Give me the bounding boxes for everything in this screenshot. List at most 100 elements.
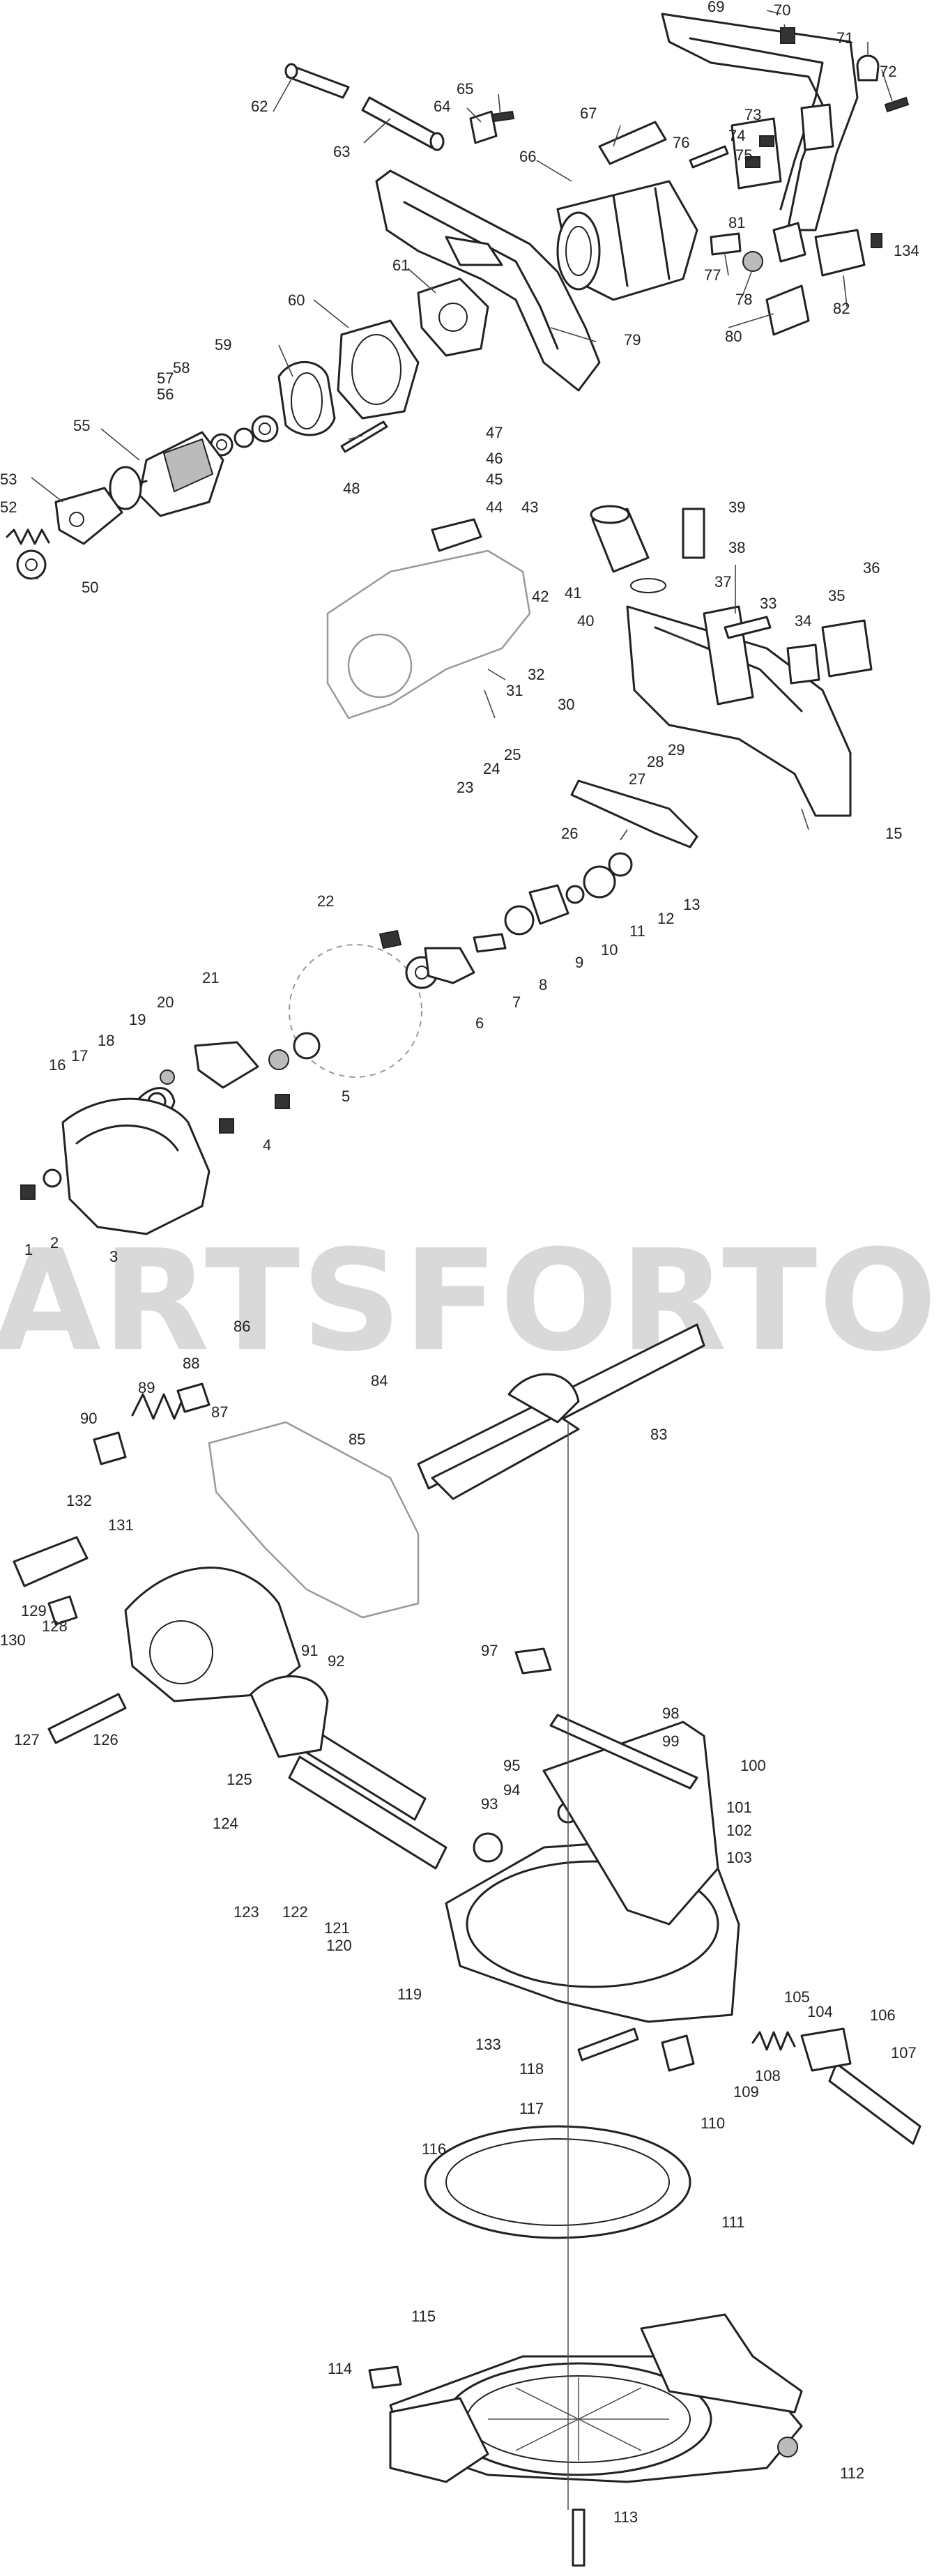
bracket-part-109 <box>661 2034 695 2072</box>
label-72: 72 <box>880 63 896 80</box>
foot-part-112 <box>777 2437 798 2457</box>
plate-part-33 <box>724 616 772 639</box>
label-124: 124 <box>213 1815 238 1832</box>
label-34: 34 <box>795 612 811 630</box>
label-73: 73 <box>744 106 761 123</box>
handle-part-106 <box>800 2027 852 2072</box>
label-16: 16 <box>49 1056 66 1074</box>
spindle-part-8 <box>473 933 507 953</box>
base-part-115 <box>389 2313 803 2483</box>
blade-outline <box>289 944 422 1078</box>
label-121: 121 <box>324 1919 350 1937</box>
bolt-part-113 <box>572 2508 586 2567</box>
label-69: 69 <box>707 0 724 15</box>
lever-part-114 <box>368 2365 402 2389</box>
label-113: 113 <box>613 2508 638 2526</box>
washer-part-21 <box>293 1032 321 1060</box>
label-97: 97 <box>481 1642 498 1659</box>
label-130: 130 <box>0 1631 26 1649</box>
label-41: 41 <box>565 584 581 602</box>
bracket-part-131 <box>13 1536 89 1587</box>
brush-part-77 <box>710 232 742 256</box>
fence-part-83 <box>417 1323 705 1500</box>
label-45: 45 <box>486 471 503 488</box>
label-40: 40 <box>577 612 594 630</box>
label-62: 62 <box>251 98 268 115</box>
label-67: 67 <box>580 105 597 122</box>
label-42: 42 <box>532 588 549 605</box>
spring-part-52 <box>6 528 50 545</box>
label-63: 63 <box>333 143 350 160</box>
spring-part-89 <box>131 1393 186 1420</box>
label-4: 4 <box>263 1136 271 1154</box>
label-90: 90 <box>80 1410 97 1427</box>
label-32: 32 <box>528 666 544 683</box>
label-93: 93 <box>481 1795 498 1813</box>
washer-part-2 <box>43 1168 62 1188</box>
screw-part-75 <box>745 156 760 168</box>
label-65: 65 <box>457 80 473 98</box>
label-61: 61 <box>392 257 409 274</box>
label-84: 84 <box>371 1372 388 1389</box>
label-105: 105 <box>784 1988 810 2006</box>
label-43: 43 <box>521 498 538 516</box>
label-10: 10 <box>601 941 618 959</box>
label-75: 75 <box>735 146 752 164</box>
label-76: 76 <box>673 134 689 151</box>
washer-part-20 <box>268 1049 289 1070</box>
label-91: 91 <box>301 1642 318 1659</box>
switch-part-73 <box>800 103 834 151</box>
label-58: 58 <box>173 359 190 376</box>
label-12: 12 <box>657 910 674 927</box>
label-122: 122 <box>282 1903 308 1921</box>
label-38: 38 <box>728 539 745 556</box>
clip-part-64 <box>469 110 498 144</box>
ring-plate-part-111 <box>424 2125 691 2239</box>
screw-part-48 <box>340 420 388 453</box>
label-56: 56 <box>157 386 174 403</box>
collar-part-93 <box>473 1832 503 1863</box>
label-11: 11 <box>629 922 645 940</box>
screw-part-1 <box>20 1184 36 1200</box>
sleeve-part-88 <box>176 1382 211 1413</box>
label-119: 119 <box>397 1986 422 2003</box>
label-134: 134 <box>894 242 919 259</box>
label-31: 31 <box>506 682 523 699</box>
label-53: 53 <box>0 471 17 488</box>
slide-rods-part-124 <box>250 1675 447 1870</box>
label-55: 55 <box>73 417 90 434</box>
label-74: 74 <box>728 127 745 144</box>
label-116: 116 <box>422 2140 446 2158</box>
label-87: 87 <box>211 1403 228 1421</box>
rod-part-62 <box>284 63 350 99</box>
label-82: 82 <box>833 300 850 317</box>
label-112: 112 <box>840 2464 864 2482</box>
link-part-26 <box>570 779 698 848</box>
knob-part-39 <box>682 508 705 559</box>
bracket-part-44 <box>431 518 482 552</box>
spring-part-104 <box>751 2031 796 2051</box>
armature-part-55 <box>82 431 224 517</box>
label-98: 98 <box>662 1705 679 1722</box>
label-128: 128 <box>42 1617 68 1635</box>
label-109: 109 <box>733 2083 759 2101</box>
label-23: 23 <box>457 779 473 796</box>
label-102: 102 <box>726 1822 752 1839</box>
label-92: 92 <box>328 1652 344 1670</box>
label-70: 70 <box>774 1 790 19</box>
label-50: 50 <box>82 579 98 596</box>
knob-part-97 <box>514 1647 552 1675</box>
label-80: 80 <box>725 328 742 345</box>
screw-part-72 <box>884 96 910 113</box>
lever-part-19 <box>194 1041 259 1089</box>
label-103: 103 <box>726 1849 752 1866</box>
plate-part-35 <box>821 619 873 678</box>
bearing-part-9 <box>504 905 535 936</box>
label-46: 46 <box>486 450 503 467</box>
label-15: 15 <box>885 825 902 842</box>
label-108: 108 <box>755 2067 781 2085</box>
label-104: 104 <box>807 2003 833 2020</box>
label-126: 126 <box>93 1731 118 1748</box>
ring-part-40 <box>630 578 666 593</box>
